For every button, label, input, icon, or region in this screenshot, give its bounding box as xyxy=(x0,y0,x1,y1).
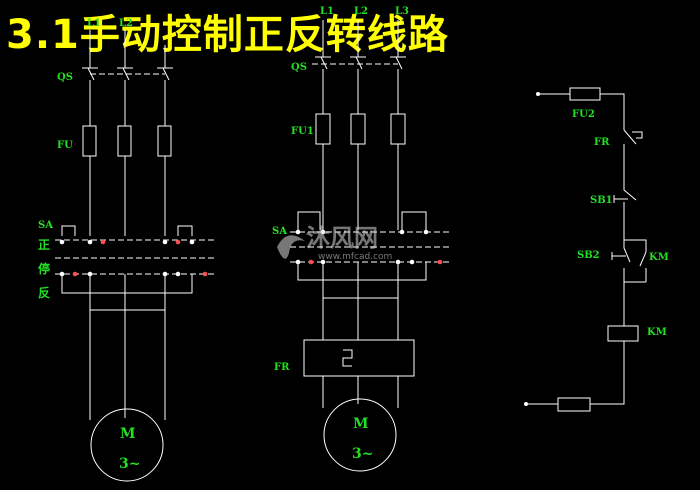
c1-sa-reverse-label: 反 xyxy=(38,285,50,300)
ctrl-km-coil xyxy=(607,325,639,342)
c2-phase-l3-label: L3 xyxy=(395,6,409,17)
ctrl-fu2-fuse xyxy=(569,87,601,101)
c2-qs-label: QS xyxy=(291,62,307,73)
ctrl-fr-contact xyxy=(623,129,643,176)
c2-fuses xyxy=(315,113,406,145)
page-title: 3.1手动控制正反转线路 xyxy=(6,12,449,58)
c2-fr-label: FR xyxy=(274,362,290,373)
watermark: 沐风网 www.mfcad.com xyxy=(277,224,392,262)
c2-fr-relay xyxy=(303,339,415,377)
ctrl-fu2-label: FU2 xyxy=(572,109,595,120)
c1-phase-l2-label: L2 xyxy=(119,18,133,29)
c2-motor-m-label: M xyxy=(353,416,369,432)
ctrl-km-contact-label: KM xyxy=(649,252,669,263)
circuit-2: L1 L2 L3 QS FU1 SA FR xyxy=(272,6,450,472)
ctrl-fr-label: FR xyxy=(594,137,610,148)
ctrl-fr-heater xyxy=(557,397,591,412)
c1-sa-stop-label: 停 xyxy=(38,261,50,276)
c1-qs-label: QS xyxy=(57,72,73,83)
c1-sa-label: SA xyxy=(38,220,53,231)
c1-qs-switch xyxy=(82,30,173,95)
ctrl-km-contact xyxy=(624,239,647,282)
c2-phase-l2-label: L2 xyxy=(354,6,368,17)
c2-sa-label: SA xyxy=(272,226,287,237)
c2-qs-switch xyxy=(312,20,406,88)
c2-motor: M 3~ xyxy=(323,398,397,472)
ctrl-sb2-label: SB2 xyxy=(577,250,600,261)
watermark-logo-text: 沐风网 xyxy=(306,224,378,252)
c2-fu1-label: FU1 xyxy=(291,126,314,137)
c1-motor: M 3~ xyxy=(90,408,164,482)
ctrl-km-coil-label: KM xyxy=(647,327,667,338)
c2-phase-l1-label: L1 xyxy=(320,6,334,17)
watermark-url: www.mfcad.com xyxy=(318,252,392,262)
c2-motor-phase-label: 3~ xyxy=(352,446,373,462)
c1-motor-m-label: M xyxy=(120,426,136,442)
c1-sa-switch xyxy=(55,225,215,310)
c2-sa-switch xyxy=(290,211,450,340)
watermark-logo-icon xyxy=(277,235,305,259)
circuit-1: L1 L2 QS FU SA 正 停 反 xyxy=(38,18,215,482)
ctrl-sb1-label: SB1 xyxy=(590,195,613,206)
c1-fu-label: FU xyxy=(57,140,73,151)
c1-phase-l1-label: L1 xyxy=(87,18,101,29)
ctrl-sb1-button xyxy=(613,176,637,240)
c1-motor-phase-label: 3~ xyxy=(119,456,140,472)
c1-sa-forward-label: 正 xyxy=(38,238,50,252)
ctrl-sb2-button xyxy=(611,240,631,282)
control-circuit: FU2 FR SB1 SB2 KM KM xyxy=(524,87,669,412)
c1-fuses xyxy=(82,125,172,157)
